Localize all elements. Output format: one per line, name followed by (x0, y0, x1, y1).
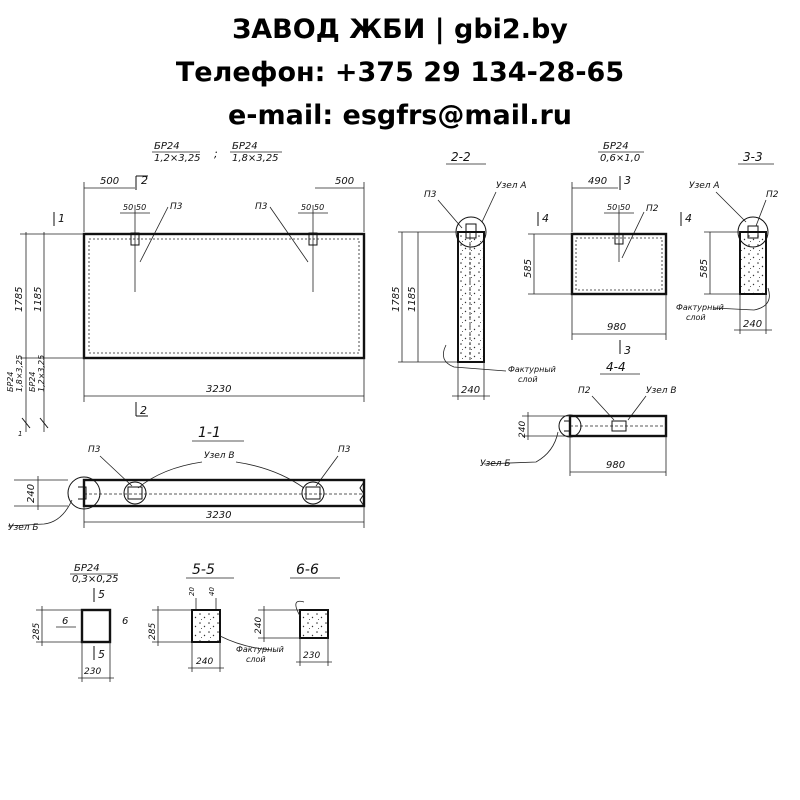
sec66-width: 230 (303, 651, 320, 661)
sec44-height: 240 (518, 421, 528, 438)
sec55-layer-2: слой (246, 655, 266, 664)
sec44-node-v: Узел В (646, 386, 677, 396)
sec22-node: Узел А (496, 181, 527, 191)
sec33-layer-2: слой (686, 313, 706, 322)
mini-size: 0,3×0,25 (72, 574, 119, 585)
elev-dim-50a: 50 (123, 203, 133, 212)
sec22-title: 2-2 (451, 150, 471, 164)
sec55-dim-a: 20 (188, 587, 196, 596)
elevation-view: БР24 1,2×3,25 ; БР24 1,8×3,25 500 500 2 … (6, 141, 366, 438)
elev-section-bottom: 2 (140, 404, 147, 417)
small-dim-top: 490 (588, 176, 607, 187)
sec55-title: 5-5 (192, 562, 215, 578)
small-dim-50a: 50 (607, 203, 617, 212)
elev-section-top: 2 (141, 174, 148, 187)
sec22-loop: П3 (424, 190, 437, 200)
small-size: 0,6×1,0 (600, 153, 640, 164)
elev-side-a-mark: БР24 (6, 372, 15, 393)
sec22-height: 1785 (391, 287, 402, 312)
sec33-height: 585 (699, 259, 710, 278)
elev-mark-b: БР24 (232, 141, 258, 152)
sec33-node: Узел А (689, 181, 720, 191)
mini-length: 230 (84, 667, 101, 677)
elev-size-a: 1,2×3,25 (154, 153, 201, 164)
sec33-loop: П2 (766, 190, 779, 200)
sec66-height: 240 (254, 617, 264, 634)
sec11-node-v: Узел В (204, 451, 235, 461)
sec55-dim-b: 40 (208, 587, 216, 596)
elev-separator: ; (214, 147, 218, 160)
section-4-4: 4-4 П2 Узел В 240 Узел Б 980 (480, 360, 677, 476)
mini-label-left: 6 (62, 616, 68, 627)
elev-dim-50b: 50 (136, 203, 146, 212)
sec11-length: 3230 (206, 510, 231, 521)
elev-section-side: 1 (58, 212, 65, 225)
header-phone: Телефон: +375 29 134-28-65 (175, 57, 625, 88)
elev-side-b-mark: БР24 (28, 372, 37, 393)
small-dim-50b: 50 (620, 203, 630, 212)
sec55-height: 285 (148, 623, 158, 640)
elev-height-inner: 1185 (33, 287, 44, 312)
small-loop: П2 (646, 204, 659, 214)
sec33-section-side: 4 (685, 212, 692, 225)
sec33-title: 3-3 (743, 150, 763, 164)
sec11-node-b: Узел Б (8, 523, 39, 533)
elev-side-a-size: 1,8×3,25 (15, 355, 24, 392)
elev-mark-a: БР24 (154, 141, 180, 152)
section-2-2: 2-2 П3 Узел А 1785 1185 Фактурный слой 2… (391, 150, 556, 400)
mini-section-bottom: 5 (98, 648, 105, 661)
sec22-width: 240 (461, 385, 480, 396)
page-header: ЗАВОД ЖБИ | gbi2.by Телефон: +375 29 134… (0, 8, 800, 137)
sec11-loop-right: П3 (338, 445, 351, 455)
small-panel-view: БР24 0,6×1,0 490 3 50 50 П2 4 585 980 3 (523, 141, 668, 357)
elev-length: 3230 (206, 384, 231, 395)
elev-loop-right: П3 (255, 202, 268, 212)
sec11-loop-left: П3 (88, 445, 101, 455)
small-section-bottom: 3 (624, 344, 631, 357)
small-height: 585 (523, 259, 534, 278)
elev-loop-left: П3 (170, 202, 183, 212)
elev-side-b-size: 1,2×3,25 (37, 355, 46, 392)
mini-section-top: 5 (98, 588, 105, 601)
elev-dim-left: 500 (100, 176, 119, 187)
elev-height-total: 1785 (14, 287, 25, 312)
elev-size-b: 1,8×3,25 (232, 153, 279, 164)
section-5-5: 5-5 20 40 285 Фактурный слой 240 (148, 562, 284, 672)
sec22-layer-2: слой (518, 375, 538, 384)
sec11-height: 240 (26, 484, 37, 503)
section-3-3: 3-3 Узел А П2 4 585 Фактурный слой 240 (676, 150, 779, 334)
sec22-inner: 1185 (407, 287, 418, 312)
small-mark: БР24 (603, 141, 629, 152)
header-email: e-mail: esgfrs@mail.ru (227, 100, 573, 131)
sec44-length: 980 (606, 460, 625, 471)
sec66-title: 6-6 (296, 562, 319, 578)
elev-dim-50d: 50 (314, 203, 324, 212)
small-section-top: 3 (624, 174, 631, 187)
sec33-layer-1: Фактурный (676, 303, 724, 312)
section-1-1: 1-1 П3 П3 Узел В 240 Узел Б 3230 (7, 425, 366, 533)
small-length: 980 (607, 322, 626, 333)
mini-label-right: 6 (122, 616, 128, 627)
section-6-6: 6-6 240 230 (254, 562, 340, 666)
sec44-node-b: Узел Б (480, 459, 511, 469)
mini-panel-view: БР24 0,3×0,25 5 6 6 285 5 230 (32, 563, 128, 682)
sec55-width: 240 (196, 657, 213, 667)
small-section-side: 4 (542, 212, 549, 225)
elev-dim-50c: 50 (301, 203, 311, 212)
header-company: ЗАВОД ЖБИ | gbi2.by (232, 14, 568, 45)
mini-height: 285 (32, 623, 42, 640)
sec11-title: 1-1 (198, 425, 221, 441)
sec55-layer-1: Фактурный (236, 645, 284, 654)
sec44-loop: П2 (578, 386, 591, 396)
mini-mark: БР24 (74, 563, 100, 574)
sec33-width: 240 (743, 319, 762, 330)
elev-dim-right: 500 (335, 176, 354, 187)
sec22-layer-1: Фактурный (508, 365, 556, 374)
sec44-title: 4-4 (606, 360, 626, 374)
elev-side-sec-bottom: 1 (18, 430, 22, 438)
